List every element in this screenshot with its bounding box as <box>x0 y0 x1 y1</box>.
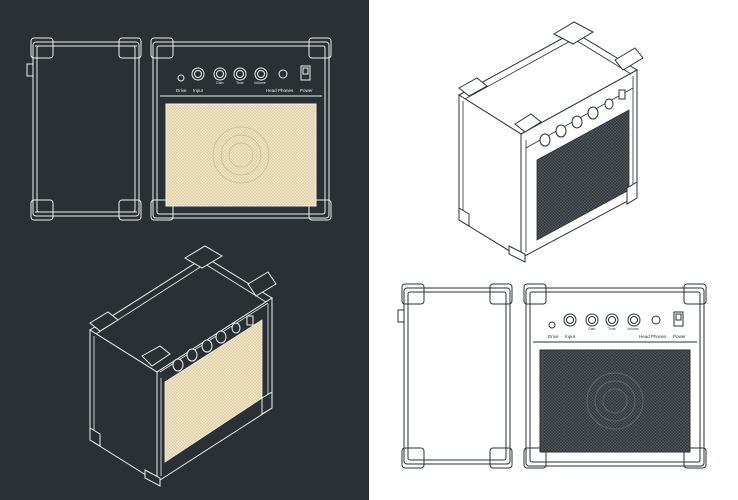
dark-blueprint-panel: Drive Input Gain Tone Volume Head Phones… <box>0 0 369 500</box>
power-label: Power <box>300 88 313 93</box>
tone-label: Tone <box>236 81 244 85</box>
tone-label-light: Tone <box>608 327 616 331</box>
light-blueprint-panel: Drive Input Gain Tone Volume Head Phones… <box>369 0 738 500</box>
volume-label-light: Volume <box>627 327 639 331</box>
amp-side-view-light <box>397 283 513 469</box>
drive-label: Drive <box>176 88 187 93</box>
power-label-light: Power <box>673 334 686 339</box>
amp-isometric-view-light <box>458 21 644 263</box>
amp-front-view-dark: Drive Input Gain Tone Volume Head Phones… <box>150 37 332 221</box>
amp-side-view-dark <box>26 37 142 221</box>
input-label: Input <box>193 88 204 93</box>
amp-isometric-view-dark <box>89 245 277 487</box>
dark-blueprint-drawing: Drive Input Gain Tone Volume Head Phones… <box>0 0 369 500</box>
volume-label: Volume <box>254 81 266 85</box>
light-blueprint-drawing: Drive Input Gain Tone Volume Head Phones… <box>369 0 738 500</box>
drive-label-light: Drive <box>548 334 559 339</box>
amp-front-view-light: Drive Input Gain Tone Volume Head Phones… <box>523 283 707 469</box>
gain-label-light: Gain <box>588 327 595 331</box>
input-label-light: Input <box>565 334 576 339</box>
head-phones-label-light: Head Phones <box>639 334 667 339</box>
head-phones-label: Head Phones <box>266 88 294 93</box>
gain-label: Gain <box>216 81 223 85</box>
